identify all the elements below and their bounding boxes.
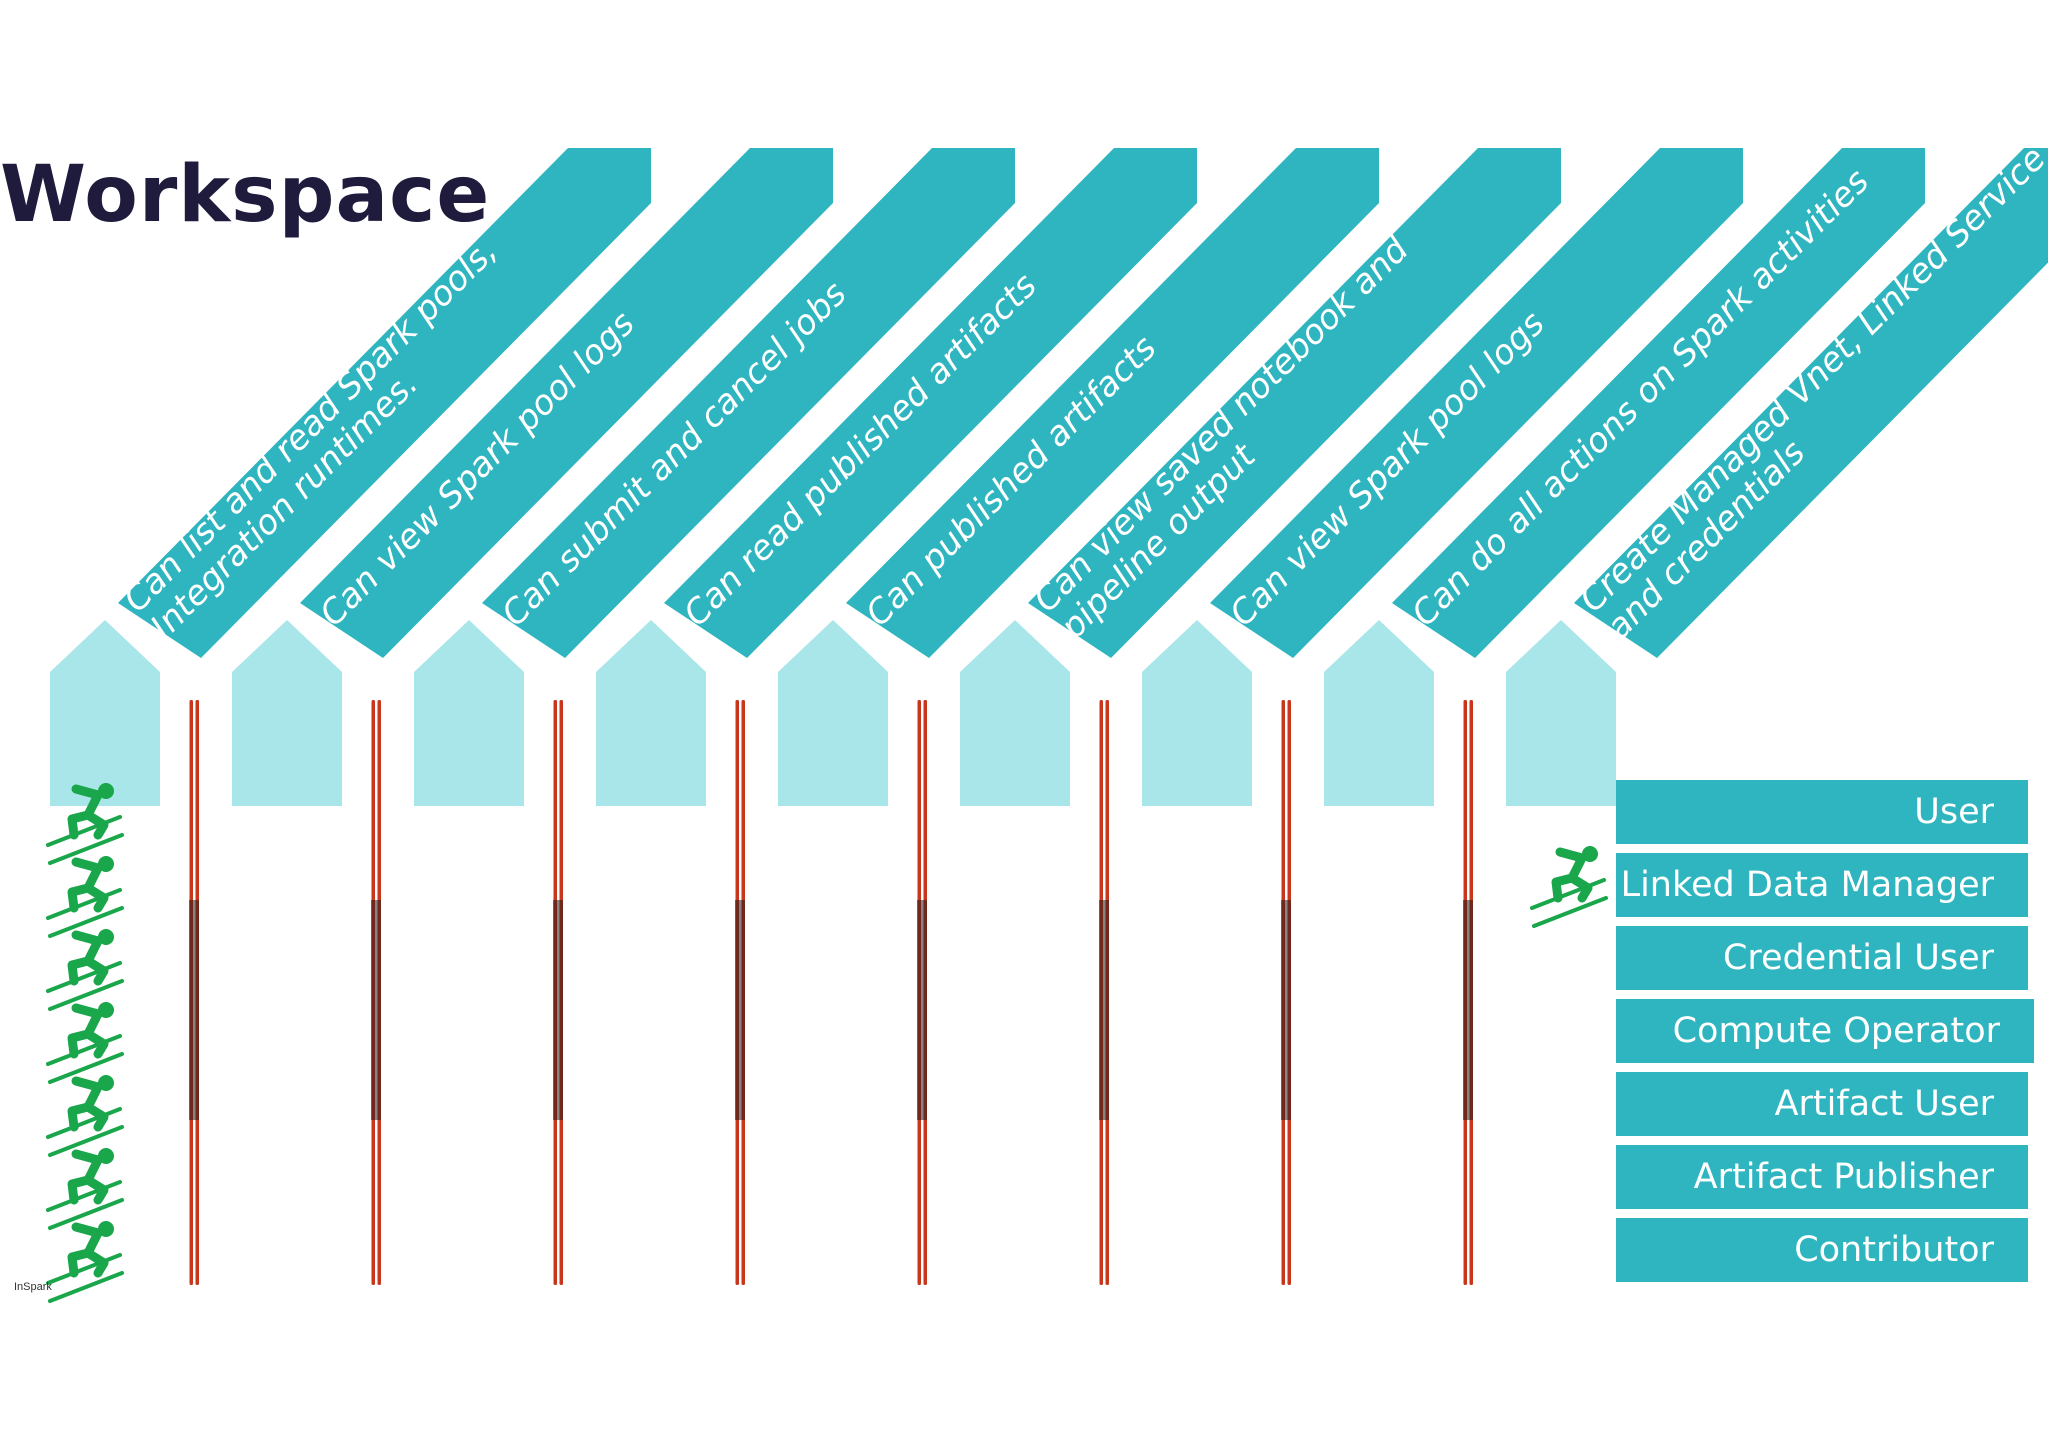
ski-binding — [917, 900, 927, 1120]
permission-band-shape — [1392, 148, 1925, 658]
role-box: Credential User — [1616, 926, 2028, 990]
role-house-shape — [960, 620, 1070, 806]
role-box: Linked Data Manager — [1616, 853, 2028, 917]
permission-band-shape — [300, 148, 833, 658]
role-house-shape — [778, 620, 888, 806]
skier-body — [67, 930, 109, 986]
role-house-shape — [50, 620, 160, 806]
skier-ski — [46, 1034, 122, 1066]
skier-ski — [48, 833, 124, 865]
permission-band-shape — [1574, 148, 2048, 658]
page-title: Workspace — [0, 150, 491, 240]
role-house-shape — [414, 620, 524, 806]
ski-pair-icon — [917, 700, 927, 1285]
skier-body — [1551, 847, 1593, 903]
role-box: Artifact User — [1616, 1072, 2028, 1136]
skier-ski — [46, 888, 122, 920]
skier-icon — [46, 1148, 124, 1230]
skier-icon — [46, 929, 124, 1011]
skier-ski — [48, 1271, 124, 1303]
skier-ski — [46, 1253, 122, 1285]
skier-body — [67, 784, 109, 840]
skier-icon — [46, 1075, 124, 1157]
skier-body — [67, 857, 109, 913]
skier-icon — [46, 783, 124, 865]
ski-pair-icon — [553, 700, 563, 1285]
skier-ski — [46, 1180, 122, 1212]
ski-binding — [1281, 900, 1291, 1120]
ski-pair-icon — [735, 700, 745, 1285]
ski-binding — [189, 900, 199, 1120]
skier-ski — [48, 906, 124, 938]
skier-ski — [48, 1125, 124, 1157]
skier-ski — [1530, 878, 1606, 910]
skier-ski — [46, 961, 122, 993]
permission-band-shape — [846, 148, 1379, 658]
role-house-shape — [1506, 620, 1616, 806]
brand-logo: InSpark — [14, 1281, 52, 1293]
ski-binding — [1099, 900, 1109, 1120]
role-house-shape — [1142, 620, 1252, 806]
ski-binding — [735, 900, 745, 1120]
skier-ski — [48, 1198, 124, 1230]
ski-pair-icon — [189, 700, 199, 1285]
role-house-shape — [596, 620, 706, 806]
skier-icon — [1530, 846, 1608, 928]
skier-ski — [48, 1052, 124, 1084]
permission-band-shape — [118, 148, 651, 658]
role-box: Compute Operator — [1616, 999, 2034, 1063]
skier-body — [67, 1222, 109, 1278]
skier-ski — [48, 979, 124, 1011]
skier-body — [67, 1076, 109, 1132]
skier-ski — [46, 815, 122, 847]
skier-ski — [1532, 896, 1608, 928]
skier-icon — [46, 856, 124, 938]
skier-icon — [46, 1221, 124, 1303]
role-box: Artifact Publisher — [1616, 1145, 2028, 1209]
skier-ski — [46, 1107, 122, 1139]
ski-pair-icon — [1099, 700, 1109, 1285]
permission-band-shape — [482, 148, 1015, 658]
ski-pair-icon — [1281, 700, 1291, 1285]
permission-band-shape — [1028, 148, 1561, 658]
ski-pair-icon — [1463, 700, 1473, 1285]
skier-icon — [46, 1002, 124, 1084]
ski-binding — [371, 900, 381, 1120]
ski-pair-icon — [371, 700, 381, 1285]
permission-band-shape — [664, 148, 1197, 658]
role-house-shape — [232, 620, 342, 806]
ski-binding — [553, 900, 563, 1120]
permission-band-shape — [1210, 148, 1743, 658]
ski-binding — [1463, 900, 1473, 1120]
role-box: Contributor — [1616, 1218, 2028, 1282]
skier-body — [67, 1149, 109, 1205]
skier-body — [67, 1003, 109, 1059]
role-house-shape — [1324, 620, 1434, 806]
role-box: User — [1616, 780, 2028, 844]
